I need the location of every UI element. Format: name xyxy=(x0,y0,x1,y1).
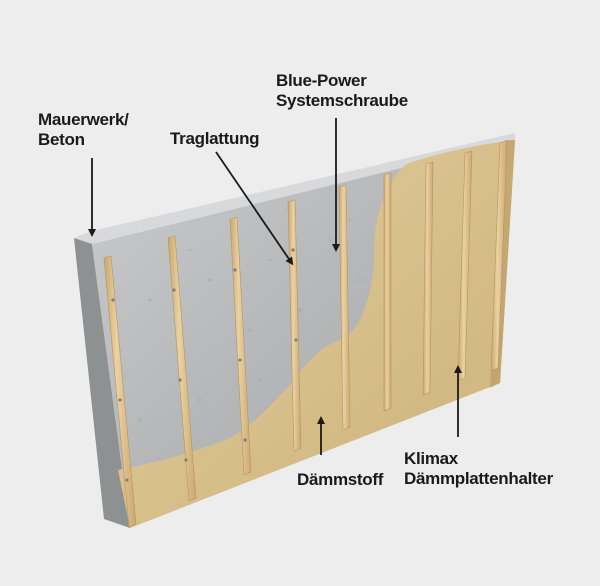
label-schraube-line2: Systemschraube xyxy=(276,91,408,110)
label-daemmstoff-text: Dämmstoff xyxy=(297,470,384,489)
label-mauerwerk-line1: Mauerwerk/ xyxy=(38,110,129,129)
batten-1 xyxy=(103,255,137,528)
batten-6 xyxy=(383,172,392,412)
batten-7 xyxy=(422,161,434,396)
insulation-layer xyxy=(118,140,515,528)
label-daemmstoff: Dämmstoff xyxy=(297,470,383,490)
label-mauerwerk: Mauerwerk/ Beton xyxy=(38,110,129,150)
label-schraube-line1: Blue-Power xyxy=(276,71,367,90)
wall-top-edge xyxy=(74,133,515,244)
batten-9 xyxy=(490,140,508,372)
batten-3 xyxy=(229,216,252,476)
arrow-traglattung xyxy=(215,151,294,266)
label-traglattung-text: Traglattung xyxy=(170,129,260,148)
arrows xyxy=(88,118,462,455)
screw-heads xyxy=(111,248,298,482)
label-halter-line1: Klimax xyxy=(404,449,458,468)
batten-2 xyxy=(167,235,197,502)
label-mauerwerk-line2: Beton xyxy=(38,130,85,149)
batten-5 xyxy=(338,184,351,431)
label-schraube: Blue-Power Systemschraube xyxy=(276,71,408,111)
label-halter-line2: Dämmplattenhalter xyxy=(404,469,553,488)
label-traglattung: Traglattung xyxy=(170,129,260,149)
batten-8 xyxy=(457,150,473,382)
label-halter: Klimax Dämmplattenhalter xyxy=(404,449,553,489)
wall-left-side xyxy=(74,238,130,528)
